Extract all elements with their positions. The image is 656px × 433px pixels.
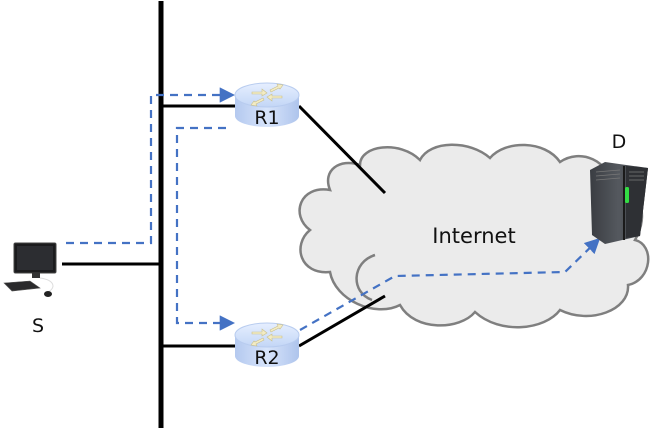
server-status-led <box>625 187 629 203</box>
destination-server[interactable]: D <box>590 131 648 244</box>
source-label: S <box>32 315 44 337</box>
router-arrows-icon <box>250 323 284 347</box>
router-r1-label: R1 <box>254 107 279 129</box>
link-r2-internet <box>298 294 386 348</box>
cloud-inner-arc <box>355 253 376 302</box>
server-right-face <box>626 166 648 238</box>
router-r1[interactable]: R1 <box>234 82 300 129</box>
mouse-cable <box>39 277 54 293</box>
router-r2[interactable]: R2 <box>234 322 300 369</box>
monitor-screen <box>17 246 53 270</box>
keyboard-icon <box>3 280 41 292</box>
flow-r1-to-r2 <box>175 126 236 331</box>
router-top <box>234 322 300 348</box>
router-arrows-icon <box>250 83 284 107</box>
source-computer[interactable]: S <box>3 242 57 337</box>
router-top <box>234 82 300 108</box>
link-r1-internet <box>297 104 387 195</box>
destination-label: D <box>612 131 627 153</box>
internet-label: Internet <box>432 224 515 248</box>
flow-s-to-r1 <box>66 87 236 245</box>
monitor-stand <box>32 273 40 278</box>
router-r2-label: R2 <box>254 347 279 369</box>
mouse-icon <box>44 291 52 297</box>
server-vents <box>595 169 644 181</box>
